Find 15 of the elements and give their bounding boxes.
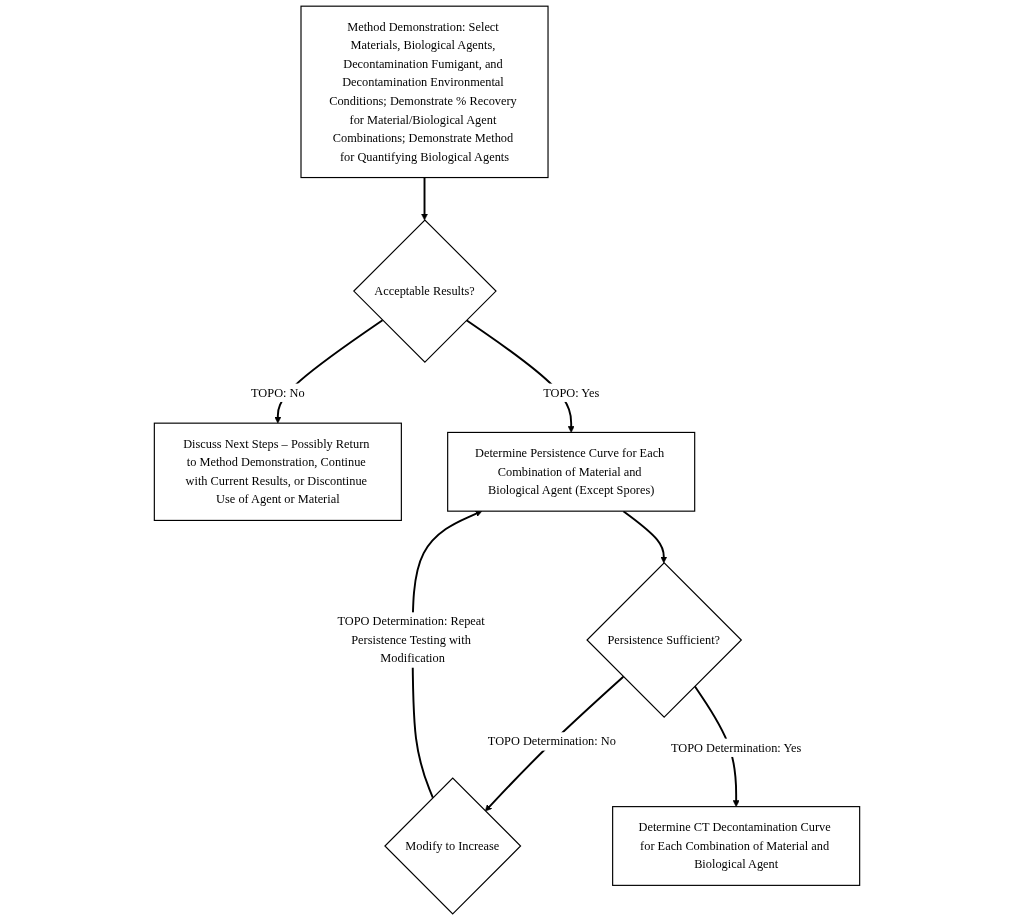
edge-label: TOPO: No bbox=[251, 385, 305, 399]
node-box: Determine Persistence Curve for Each Combination of Material and Biological Agent (Except Spores) bbox=[447, 431, 696, 512]
node-box: Discuss Next Steps – Possibly Return to Method Demonstration, Continue with Current Results, or Discontinue Use of Agent or Material bbox=[153, 422, 402, 521]
node-box: Determine CT Decontamination Curve for Each Combination of Material and Biological Agent bbox=[612, 806, 861, 886]
edge-label: TOPO: Yes bbox=[543, 385, 600, 399]
node-diamond: Acceptable Results? bbox=[353, 219, 497, 363]
edge-label: TOPO Determination: Yes bbox=[670, 740, 802, 754]
node-diamond: Modify to Increase bbox=[384, 777, 522, 915]
arrow bbox=[622, 510, 668, 564]
arrow bbox=[421, 176, 428, 221]
arrow bbox=[484, 675, 625, 812]
node-box: Method Demonstration: Select Materials, Biological Agents, Decontamination Fumigant, and Decontamination Environmental Conditions; Demonstrate % Recovery for Material/Biological Agent Combinations; Demonstrate Method for Quantifying Biological Agents bbox=[300, 5, 549, 179]
edge-label: TOPO Determination: No bbox=[487, 734, 616, 748]
edge-label: TOPO Determination: Repeat Persistence Testing with Modification bbox=[337, 614, 485, 665]
node-diamond: Persistence Sufficient? bbox=[586, 562, 743, 718]
